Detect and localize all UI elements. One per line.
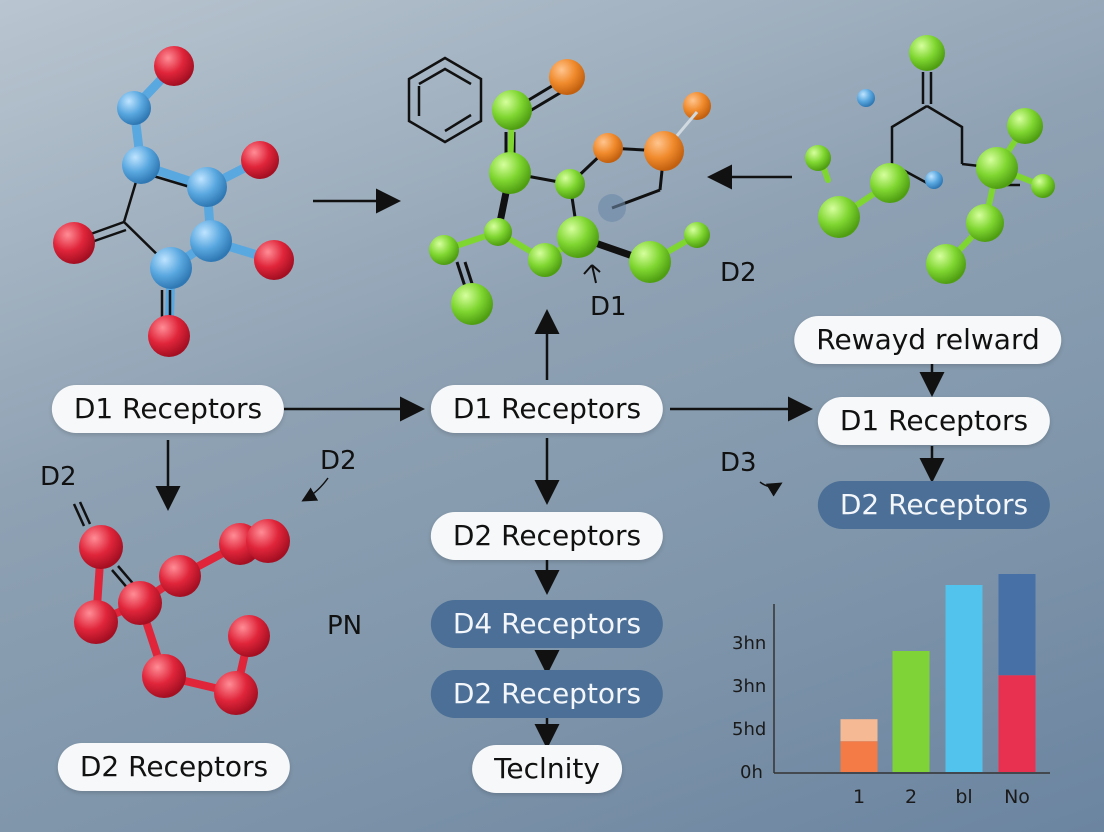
molecule-top-left [53,46,294,357]
node-d2-receptors-right[interactable]: D2 Receptors [817,481,1051,529]
node-d2-receptors-center[interactable]: D2 Receptors [430,512,664,560]
node-d1-receptors-center[interactable]: D1 Receptors [430,385,664,433]
chart-x-tick: bl [955,786,973,808]
label-d2-top-right: D2 [720,258,757,288]
chart-bar-No-segment-1 [998,574,1036,676]
chart-bar-1-segment-0 [840,741,878,772]
node-reward[interactable]: Rewayd relward [794,316,1062,364]
label-d1-center: D1 [590,292,627,322]
molecule-center [429,59,711,325]
chart-x-tick: 1 [852,786,866,808]
node-d1-receptors-left[interactable]: D1 Receptors [51,385,285,433]
bar-chart [773,574,1050,774]
node-d2-receptors-center-lower[interactable]: D2 Receptors [430,670,664,718]
flow-arrows [155,309,945,749]
label-d3: D3 [720,448,757,478]
chart-x-tick: 2 [904,786,918,808]
node-d2-receptors-left[interactable]: D2 Receptors [57,743,291,791]
molecule-bottom-left [72,501,290,715]
chart-bar-1-segment-1 [840,719,878,742]
node-teclnity[interactable]: Teclnity [472,745,622,793]
chart-y-tick: 3hn [732,633,767,654]
node-d4-receptors[interactable]: D4 Receptors [430,600,664,648]
chart-y-tick: 0h [740,762,763,783]
chart-y-tick: 5hd [732,719,767,740]
benzene-icon [407,56,483,144]
node-d1-receptors-right[interactable]: D1 Receptors [817,397,1051,445]
label-d2-left: D2 [40,462,77,492]
label-d2-left-mid: D2 [320,446,357,476]
molecule-top-right [805,35,1055,284]
chart-x-tick: No [1004,786,1030,808]
label-pn: PN [327,611,363,641]
chart-bar-No-segment-0 [998,675,1036,772]
chart-y-tick: 3hn [732,676,767,697]
chart-bar-bl-segment-0 [945,585,983,772]
chart-bar-2-segment-0 [892,651,930,772]
